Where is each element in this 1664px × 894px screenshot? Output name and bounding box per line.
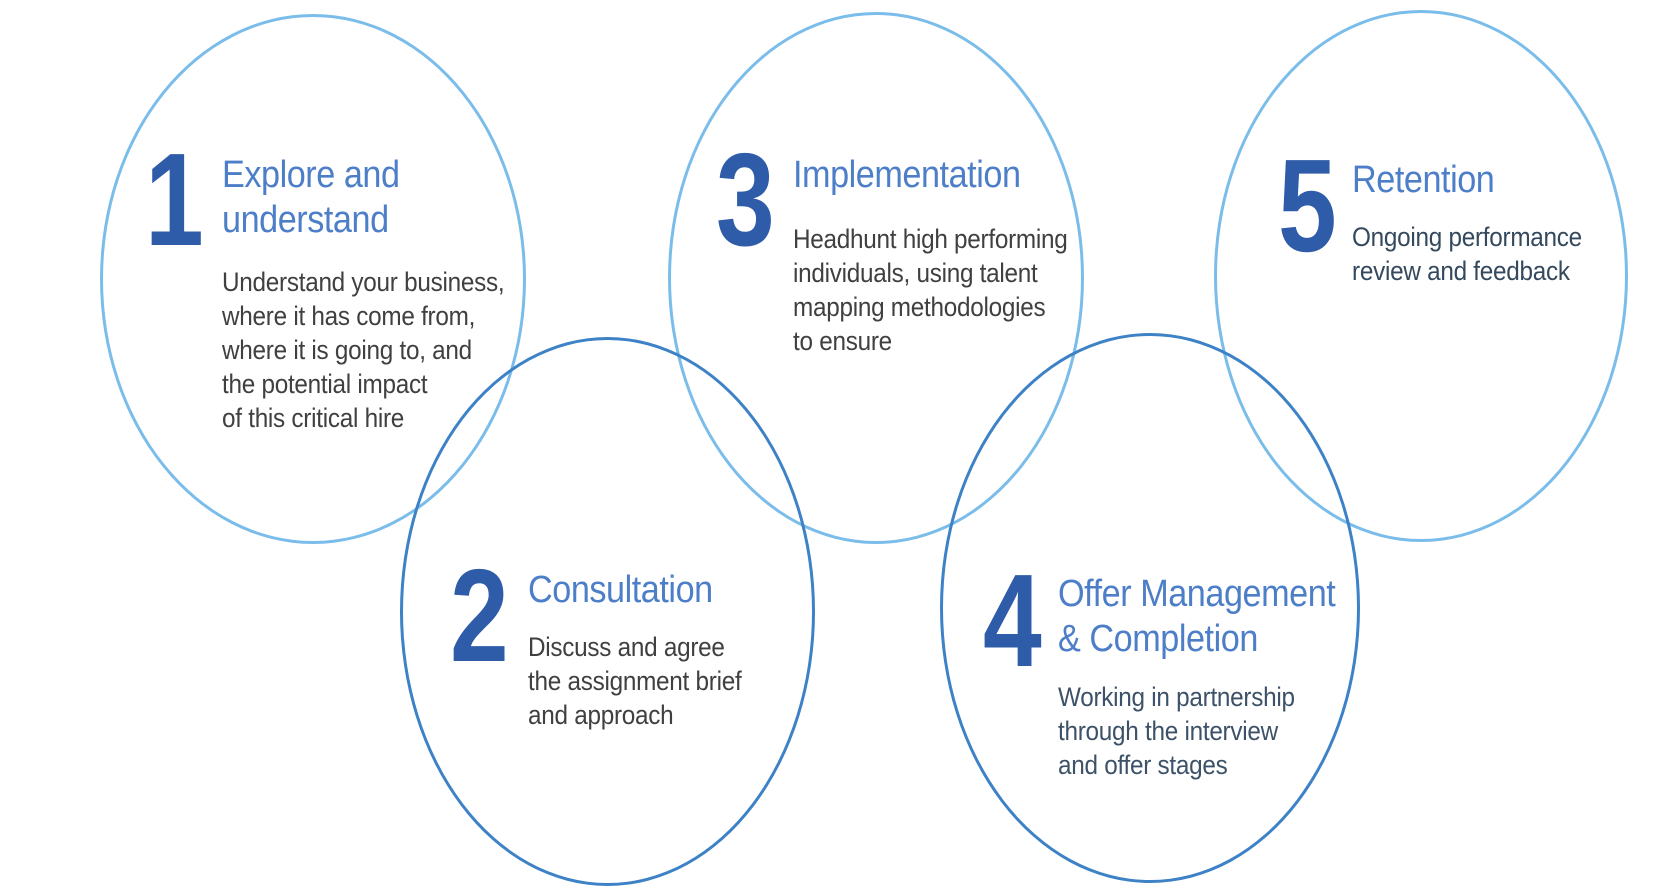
step-3-circle [668, 12, 1084, 544]
step-5-number: 5 [1278, 132, 1337, 279]
step-4-title: Offer Management & Completion [1058, 573, 1336, 660]
step-5-title: Retention [1352, 159, 1495, 201]
step-1-description: Understand your business, where it has c… [222, 267, 505, 433]
step-1-number: 1 [145, 126, 204, 273]
step-4-number: 4 [983, 547, 1042, 694]
step-5-circle [1214, 10, 1628, 542]
step-2-title: Consultation [528, 569, 713, 611]
step-5-description: Ongoing performance review and feedback [1352, 222, 1582, 286]
step-1-circle [100, 14, 526, 544]
step-3-title: Implementation [793, 154, 1021, 196]
step-4-circle [940, 333, 1360, 883]
step-2-circle [400, 337, 815, 886]
step-1-title: Explore and understand [222, 154, 400, 241]
step-3-number: 3 [716, 126, 775, 273]
step-2-description: Discuss and agree the assignment brief a… [528, 632, 742, 730]
step-2-number: 2 [450, 542, 509, 689]
step-4-description: Working in partnership through the inter… [1058, 682, 1295, 780]
step-3-description: Headhunt high performing individuals, us… [793, 224, 1068, 356]
